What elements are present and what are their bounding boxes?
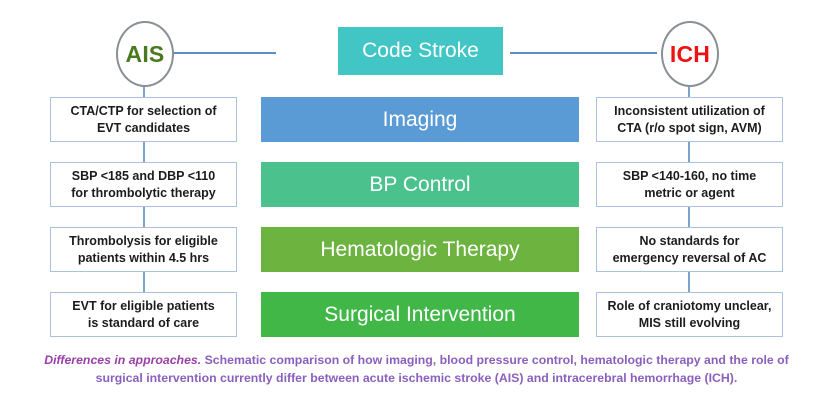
left-box-1-line1: CTA/CTP for selection of	[70, 103, 217, 118]
left-box-3[interactable]: Thrombolysis for eligible patients withi…	[50, 227, 237, 272]
connector-left-2-3	[143, 206, 145, 227]
right-box-3-line2: emergency reversal of AC	[612, 250, 767, 265]
left-box-2[interactable]: SBP <185 and DBP <110 for thrombolytic t…	[50, 162, 237, 207]
figure-caption-lead: Differences in approaches.	[44, 353, 202, 367]
left-box-3-line2: patients within 4.5 hrs	[77, 250, 210, 265]
figure-caption: Differences in approaches. Schematic com…	[40, 352, 793, 388]
left-box-4[interactable]: EVT for eligible patients is standard of…	[50, 292, 237, 337]
bar-surgical-intervention[interactable]: Surgical Intervention	[261, 292, 579, 337]
left-box-4-line2: is standard of care	[87, 315, 200, 330]
connector-left-1-2	[143, 141, 145, 162]
left-box-2-line1: SBP <185 and DBP <110	[71, 168, 216, 183]
bar-code-stroke[interactable]: Code Stroke	[338, 27, 503, 75]
connector-ich-down	[688, 78, 690, 98]
left-box-3-line1: Thrombolysis for eligible	[69, 233, 218, 248]
right-box-1-line1: Inconsistent utilization of	[614, 103, 765, 118]
right-box-1-line2: CTA (r/o spot sign, AVM)	[617, 120, 762, 135]
left-box-4-line1: EVT for eligible patients	[72, 298, 215, 313]
right-box-3-line1: No standards for	[639, 233, 740, 248]
bar-code-stroke-label: Code Stroke	[362, 39, 479, 62]
connector-ais-down	[143, 78, 145, 98]
connector-code-stroke-to-ich	[510, 52, 657, 54]
connector-right-2-3	[688, 206, 690, 227]
figure-caption-body: Schematic comparison of how imaging, blo…	[95, 353, 789, 385]
connector-right-3-4	[688, 271, 690, 292]
bar-hematologic-therapy[interactable]: Hematologic Therapy	[261, 227, 579, 272]
bar-bp-control-label: BP Control	[369, 172, 471, 196]
right-box-1[interactable]: Inconsistent utilization of CTA (r/o spo…	[596, 97, 783, 142]
right-box-4-line2: MIS still evolving	[638, 315, 741, 330]
left-box-1[interactable]: CTA/CTP for selection of EVT candidates	[50, 97, 237, 142]
bar-hematologic-therapy-label: Hematologic Therapy	[320, 237, 520, 261]
bar-surgical-intervention-label: Surgical Intervention	[324, 302, 516, 326]
bar-imaging-label: Imaging	[382, 107, 458, 131]
right-box-2-line2: metric or agent	[644, 185, 735, 200]
right-box-4[interactable]: Role of craniotomy unclear, MIS still ev…	[596, 292, 783, 337]
right-box-4-line1: Role of craniotomy unclear,	[607, 298, 772, 313]
right-box-2[interactable]: SBP <140-160, no time metric or agent	[596, 162, 783, 207]
bar-bp-control[interactable]: BP Control	[261, 162, 579, 207]
right-box-3[interactable]: No standards for emergency reversal of A…	[596, 227, 783, 272]
right-box-2-line1: SBP <140-160, no time	[622, 168, 757, 183]
node-ich-label: ICH	[669, 40, 711, 67]
left-box-2-line2: for thrombolytic therapy	[71, 185, 216, 200]
node-ich[interactable]: ICH	[661, 21, 719, 87]
connector-ais-to-code-stroke	[133, 52, 276, 54]
node-ais[interactable]: AIS	[116, 21, 174, 87]
connector-right-1-2	[688, 141, 690, 162]
connector-left-3-4	[143, 271, 145, 292]
bar-imaging[interactable]: Imaging	[261, 97, 579, 142]
left-box-1-line2: EVT candidates	[96, 120, 191, 135]
node-ais-label: AIS	[125, 40, 165, 67]
